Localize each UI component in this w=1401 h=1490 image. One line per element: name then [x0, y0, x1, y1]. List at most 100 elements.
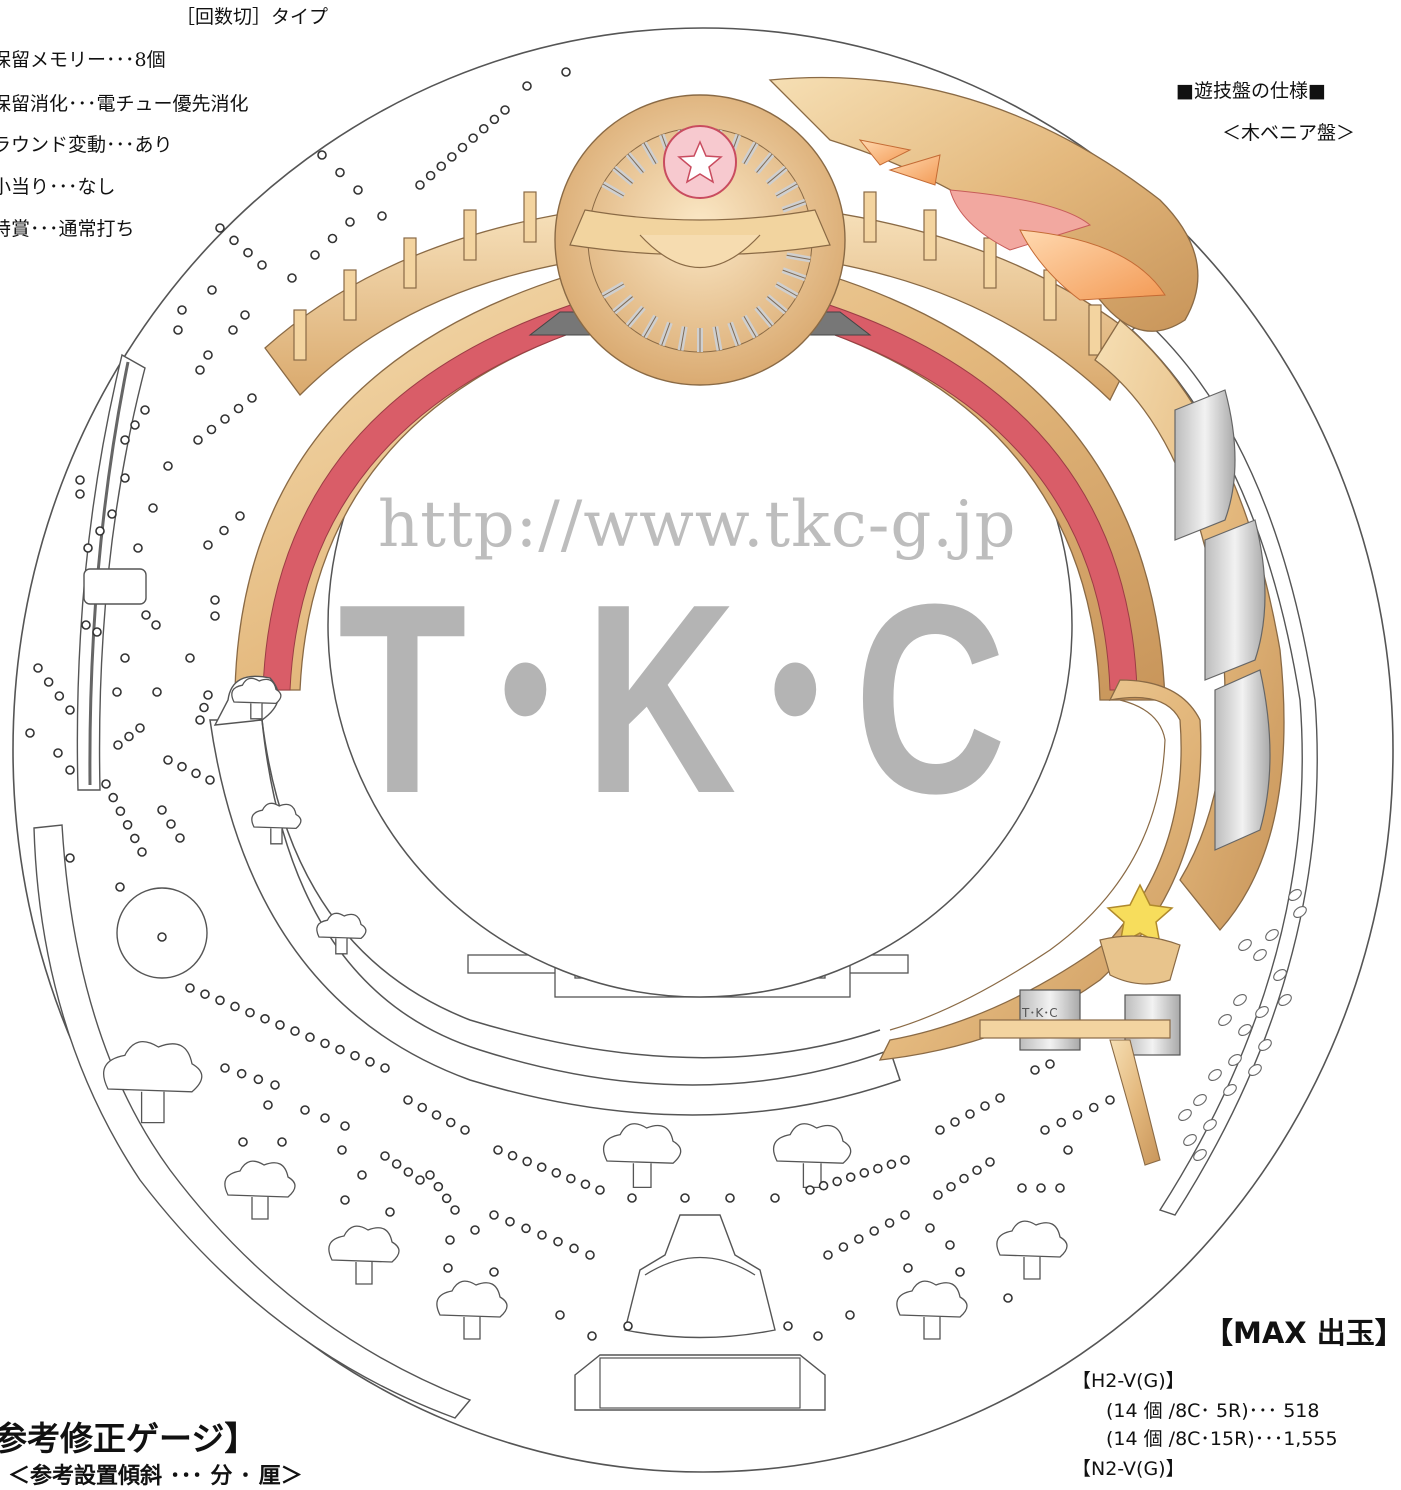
petal-ornament [1233, 993, 1247, 1007]
nail-pin [445, 1235, 455, 1245]
medallion-banner [569, 209, 831, 256]
nail-pin [555, 1310, 565, 1320]
nail-pin [391, 1159, 402, 1169]
nail-pin [327, 233, 338, 244]
nail-pin [521, 1223, 531, 1234]
spec-hold-digest: 保留消化･･･電チュー優先消化 [0, 93, 249, 115]
beam-post [863, 191, 877, 243]
spec-round-change: ラウンド変動･･･あり [0, 134, 173, 156]
spec-small-hit: 小当り･･･なし [0, 176, 116, 198]
nail-pin [173, 325, 183, 335]
medallion-ray-edge [613, 167, 633, 184]
nail-pin [210, 595, 220, 605]
nail-pin [340, 1195, 350, 1205]
nail-pin [770, 1193, 780, 1203]
nail-pin [236, 1068, 247, 1079]
nail-pin [946, 1181, 956, 1192]
medallion-ray-edge [627, 307, 644, 327]
nail-pin [177, 305, 187, 315]
beam-post [403, 237, 417, 289]
nail-pin [522, 1156, 532, 1167]
medallion-ray-edge [775, 283, 798, 297]
nail-pin [595, 1185, 605, 1195]
nail-pin [81, 620, 91, 630]
side-pocket [83, 568, 147, 605]
nail-pin [215, 223, 225, 233]
nail-pin [185, 983, 195, 993]
petal-ornament [1258, 1038, 1272, 1052]
nail-pin [220, 1063, 230, 1073]
nail-pin [447, 152, 457, 162]
nail-pin [65, 853, 75, 863]
spec-hold-memory: 保留メモリー･･･8個 [0, 49, 166, 71]
nail-pin [507, 1150, 518, 1161]
nail-pin [377, 211, 387, 221]
nail-pin [290, 1026, 300, 1036]
watermark-url: http://www.tkc-g.jp [378, 488, 1017, 562]
silver-panel [1174, 389, 1236, 541]
nail-pin [115, 882, 125, 892]
nail-pin [965, 1109, 975, 1119]
nail-pin [191, 768, 201, 779]
petal-ornament [1265, 928, 1279, 942]
cloud-ornament [996, 1220, 1068, 1280]
nail-pin [457, 142, 468, 153]
nail-pin [425, 170, 436, 181]
nail-pin [320, 1038, 330, 1049]
nail-pin [445, 1117, 456, 1128]
beam-post [923, 209, 937, 261]
nail-pin [230, 1001, 240, 1012]
petal-ornament [1228, 1053, 1242, 1067]
cloud-ornament [436, 1280, 508, 1340]
nail-pin [243, 247, 253, 258]
gauge-subtitle: ＜参考設置傾斜 ･･･ 分 ･ 厘＞ [8, 1464, 303, 1489]
nail-pin [220, 414, 230, 424]
medallion-ray-edge [613, 296, 633, 313]
right-rail [1130, 319, 1318, 1216]
nail-pin [101, 779, 111, 789]
nail-pin [54, 691, 65, 701]
nail-pin [536, 1162, 547, 1172]
nail-pin [115, 806, 126, 817]
beam-post [523, 191, 537, 243]
nail-pin [450, 1205, 460, 1215]
nail-pin [493, 1145, 503, 1155]
nail-pin [229, 235, 239, 246]
board-spec-title: ■遊技盤の仕様■ [1176, 80, 1326, 102]
spec-jackpot: 特賞･･･通常打ち [0, 218, 135, 240]
nail-pin [130, 833, 140, 844]
petal-ornament [1208, 1068, 1222, 1082]
nail-pin [207, 285, 217, 295]
nail-pin [950, 1117, 960, 1127]
nail-pin [925, 1223, 935, 1233]
nail-pin [431, 1110, 442, 1120]
nail-pin [95, 526, 105, 536]
nail-pin [113, 740, 123, 750]
beam-post [343, 269, 357, 321]
silver-panel [1204, 519, 1266, 681]
nail-pin [380, 1063, 390, 1073]
nail-pin [203, 540, 213, 550]
cloud-ornament [103, 1040, 203, 1124]
petal-ornament [1193, 1093, 1207, 1107]
nail-pin [959, 1173, 969, 1184]
nail-pin [903, 1263, 913, 1273]
medallion-ray-edge [743, 142, 757, 165]
petal-ornament [1248, 1063, 1262, 1077]
medallion-ray-edge [775, 183, 798, 197]
nail-pin [436, 161, 447, 172]
cloud-ornament [603, 1123, 682, 1189]
nail-pin [1105, 1095, 1115, 1105]
attacker-logo: T･K･C [1022, 1006, 1058, 1020]
silver-panel [1214, 669, 1271, 851]
nail-pin [203, 350, 213, 360]
nail-pin [270, 1080, 280, 1090]
nail-pin [337, 1145, 347, 1155]
nail-pin [859, 1168, 870, 1178]
medallion-ray-edge [602, 283, 625, 297]
nail-pin [210, 611, 220, 621]
nail-pin [228, 325, 238, 335]
nail-pin [995, 1093, 1005, 1103]
nail-pin [340, 1121, 350, 1131]
